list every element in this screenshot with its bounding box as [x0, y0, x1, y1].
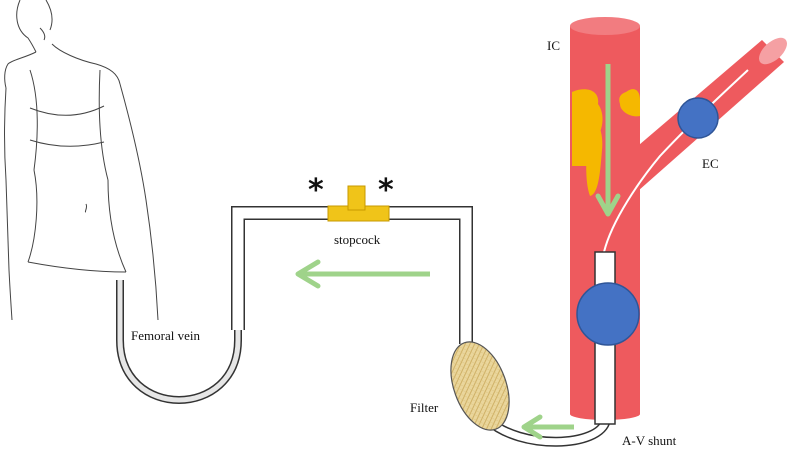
filter-label: Filter — [410, 400, 439, 415]
plaque-deposit — [572, 89, 640, 196]
return-tube — [484, 416, 611, 447]
ec-label: EC — [702, 156, 719, 171]
arrow-left-icon — [295, 259, 430, 289]
asterisk-right: * — [378, 173, 394, 208]
arrow-down-icon — [595, 64, 621, 217]
patient-body-sketch — [4, 0, 159, 321]
guide-wire — [603, 69, 749, 253]
femoral-vein-label: Femoral vein — [131, 328, 200, 343]
large-embolus — [576, 282, 640, 346]
av-shunt-label: A-V shunt — [622, 433, 677, 448]
femoral-catheter — [116, 280, 242, 404]
small-embolus — [677, 97, 719, 139]
asterisk-left: * — [308, 173, 324, 208]
stopcock-label: stopcock — [334, 232, 381, 247]
ic-label: IC — [547, 38, 560, 53]
arrow-left-icon — [521, 414, 574, 440]
filter-device — [450, 341, 510, 431]
stopcock-valve — [327, 185, 390, 222]
